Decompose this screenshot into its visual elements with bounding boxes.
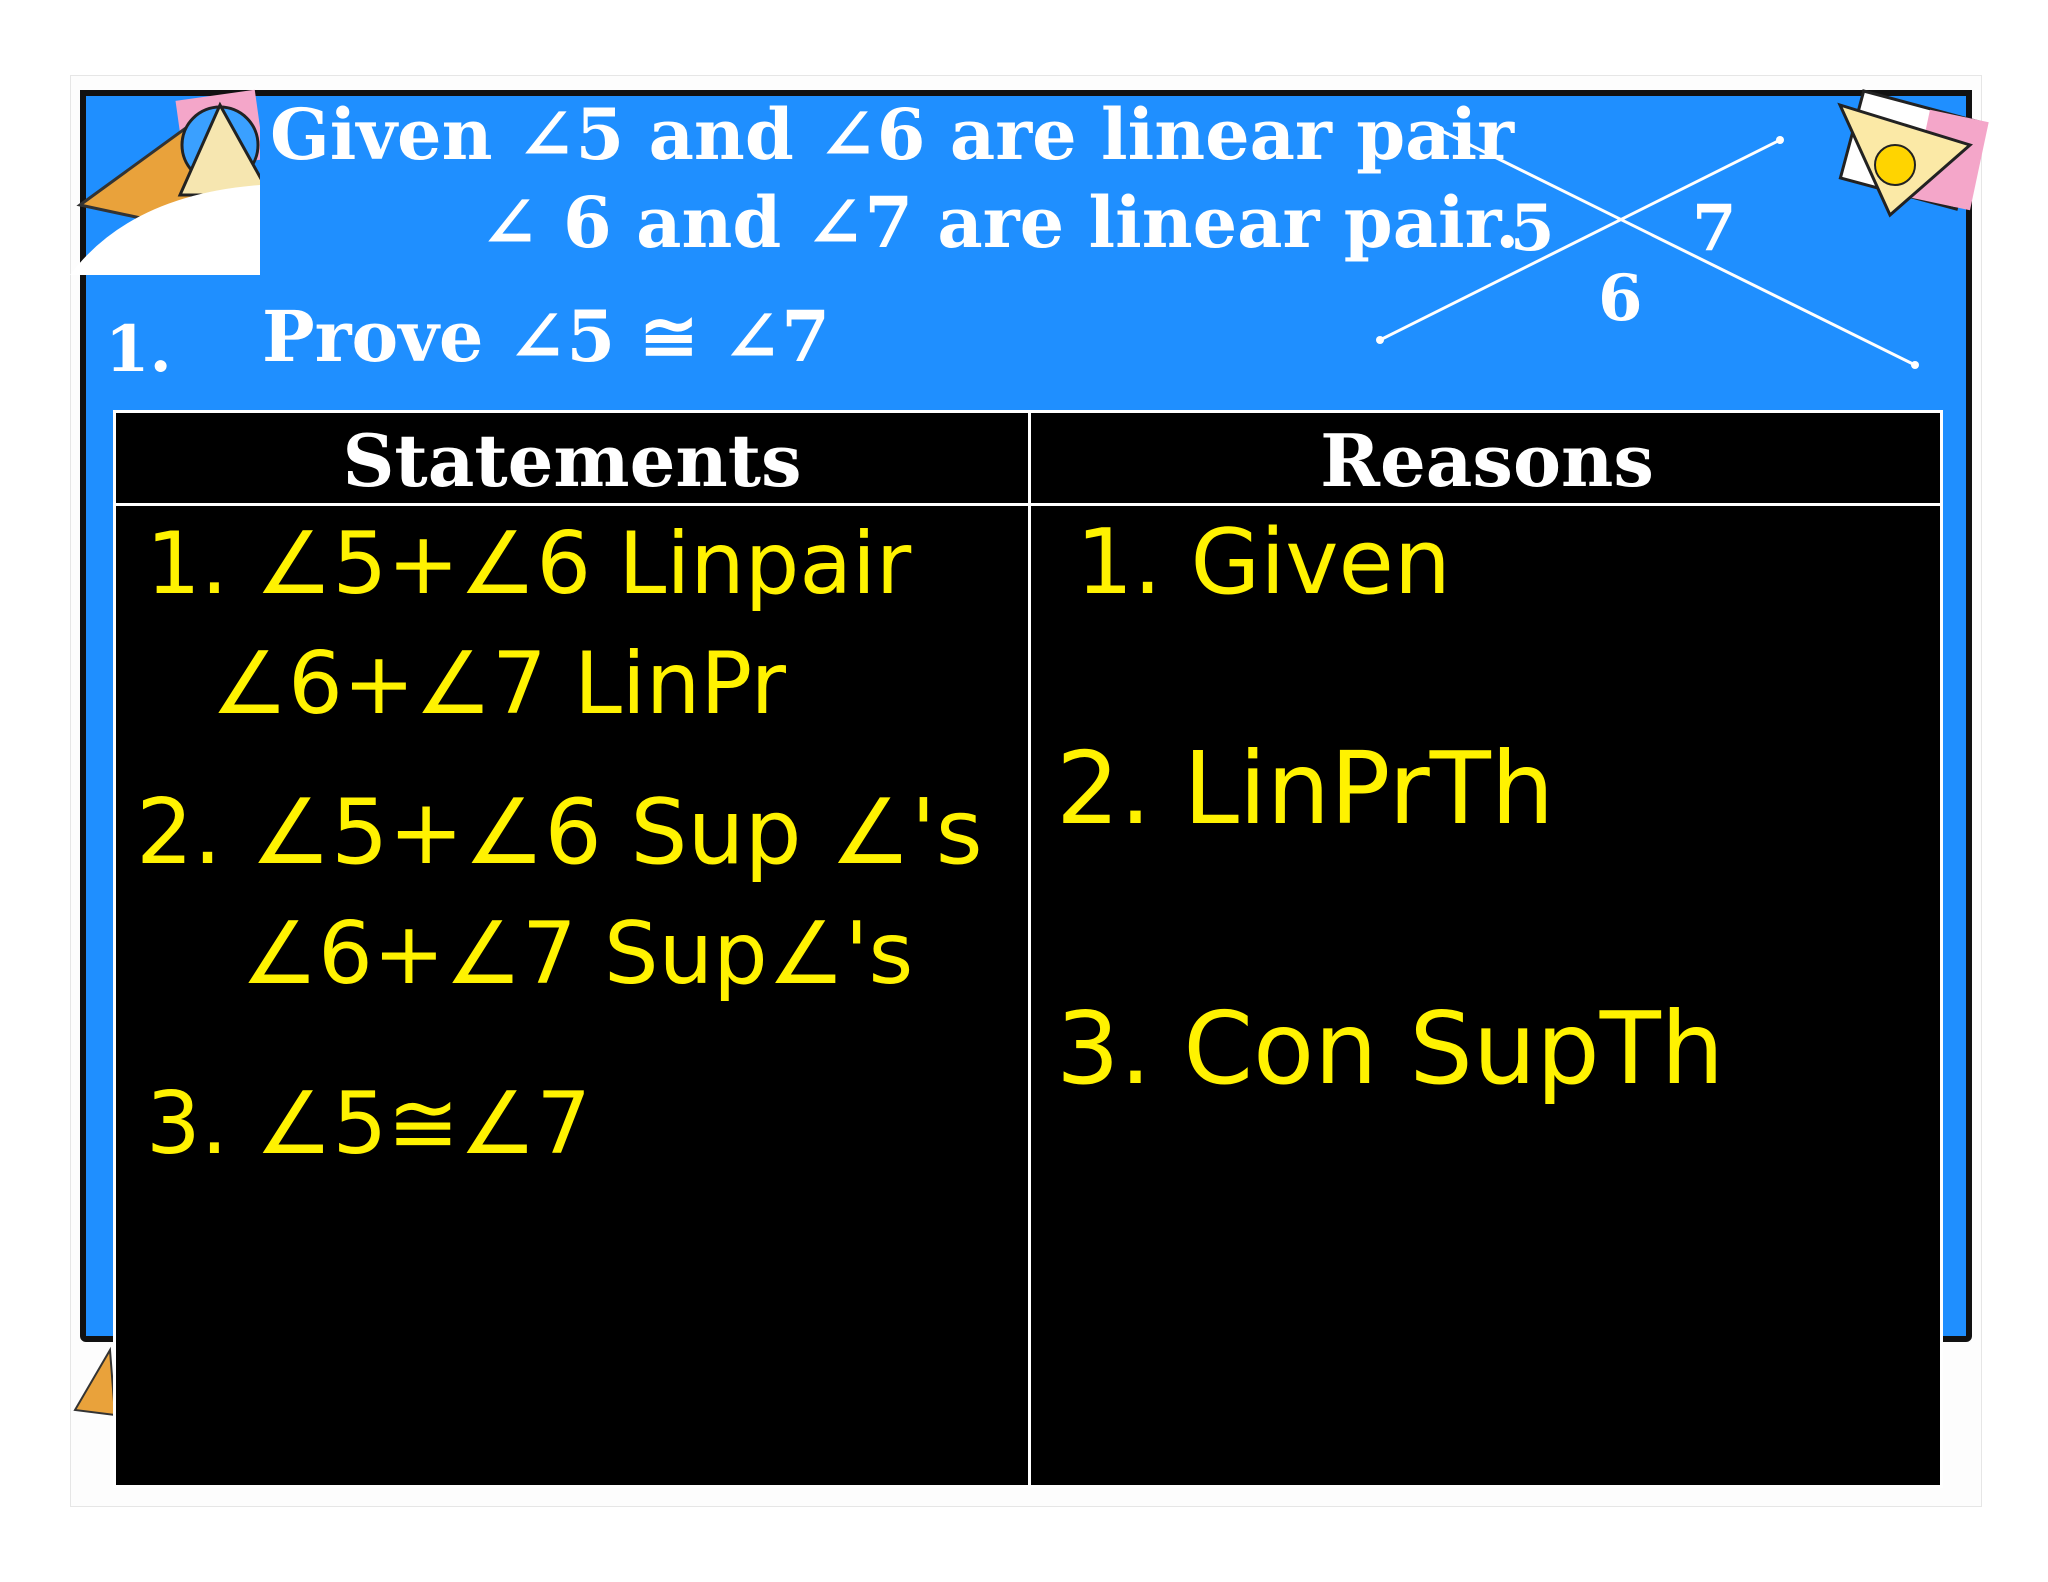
geometry-tools-clipart-left bbox=[70, 89, 260, 275]
endpoint-dot bbox=[1376, 336, 1384, 344]
endpoint-dot bbox=[1911, 361, 1919, 369]
statement-1a: 1. ∠5+∠6 Linpair bbox=[146, 514, 912, 614]
statement-3: 3. ∠5≅∠7 bbox=[146, 1074, 591, 1174]
given-line-1: Given ∠5 and ∠6 are linear pair bbox=[270, 93, 1515, 176]
statement-2b: ∠6+∠7 Sup∠'s bbox=[241, 904, 913, 1004]
handwritten-proof: 1. ∠5+∠6 Linpair ∠6+∠7 LinPr 2. ∠5+∠6 Su… bbox=[136, 510, 1724, 1174]
reason-2: 2. LinPrTh bbox=[1056, 730, 1554, 847]
reason-3: 3. Con SupTh bbox=[1056, 990, 1724, 1107]
line-a bbox=[1439, 128, 1916, 367]
angle-label-6: 6 bbox=[1598, 261, 1643, 336]
statements-header: Statements bbox=[342, 418, 802, 503]
angle-label-5: 5 bbox=[1510, 191, 1555, 266]
proof-table: Statements Reasons 1. ∠5+∠6 Linpair ∠6+∠… bbox=[113, 410, 1943, 1488]
reasons-header: Reasons bbox=[1320, 418, 1654, 503]
given-line-2: ∠ 6 and ∠7 are linear pair. bbox=[480, 181, 1520, 264]
linear-pair-diagram: 5 7 6 bbox=[1376, 126, 1919, 369]
angle-label-7: 7 bbox=[1692, 191, 1737, 266]
endpoint-dot bbox=[1776, 136, 1784, 144]
reason-1: 1. Given bbox=[1076, 510, 1451, 615]
statement-2a: 2. ∠5+∠6 Sup ∠'s bbox=[136, 780, 983, 885]
clipart-bottom-left bbox=[73, 1346, 117, 1417]
line-b bbox=[1379, 138, 1781, 342]
column-divider bbox=[1028, 413, 1031, 1485]
problem-number: 1. bbox=[105, 312, 172, 387]
statement-1b: ∠6+∠7 LinPr bbox=[211, 634, 787, 734]
geometry-tools-clipart-right bbox=[1837, 89, 1989, 218]
endpoint-dot bbox=[1436, 126, 1444, 134]
prove-statement: Prove ∠5 ≅ ∠7 bbox=[262, 295, 830, 378]
